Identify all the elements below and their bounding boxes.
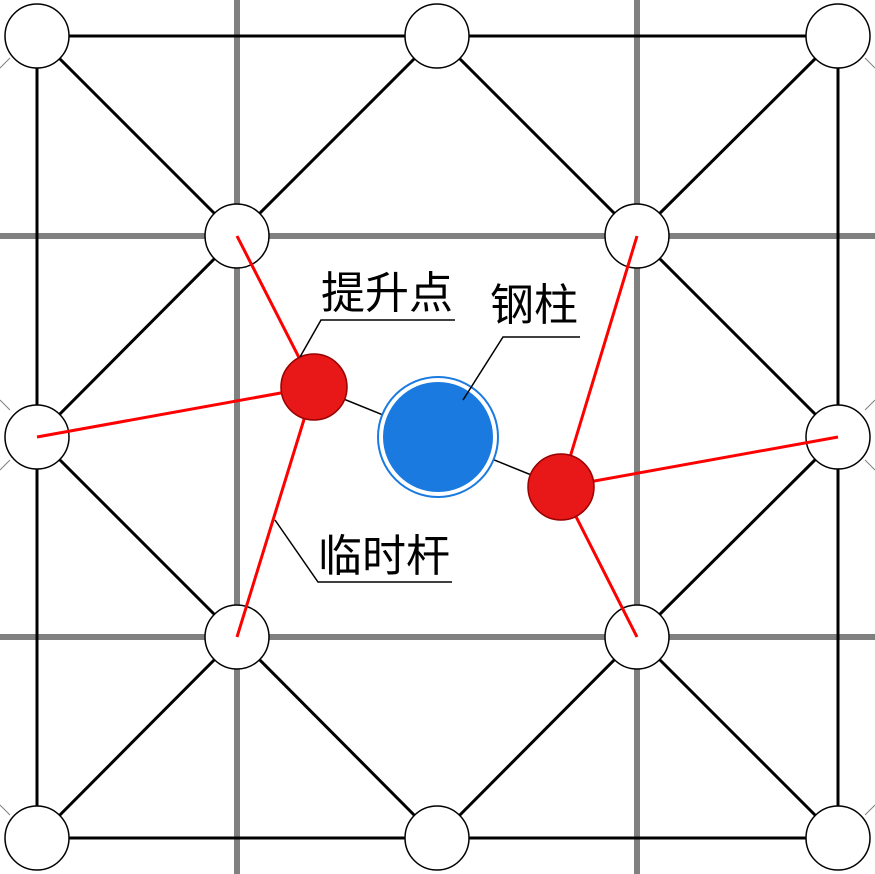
label-lifting-point: 提升点 [321,268,453,319]
leader-lines [274,319,580,583]
truss-diagonal [35,34,239,238]
truss-diagonal [435,34,639,238]
steel-column [377,376,499,498]
truss-diagonal [435,635,639,840]
edge-ticks [0,57,875,816]
edge-tick [0,57,11,69]
label-temporary-rod: 临时杆 [318,531,450,582]
leader-temporary-rod [274,519,452,583]
truss-diagonal [35,234,239,439]
edge-tick [864,459,875,471]
temporary-rod [235,386,316,638]
node [404,3,470,69]
temporary-rod [560,435,839,489]
truss-diagonal [635,34,840,238]
lifting-point-right [527,453,595,521]
truss-diagonal [35,435,239,639]
leader-steel-column [462,336,580,401]
truss-members [35,34,840,840]
truss-diagonal [635,435,840,639]
lifting-points [280,353,595,521]
truss-diagonal [235,34,439,238]
edge-tick [864,399,875,411]
edge-tick [864,57,875,69]
node [805,805,871,871]
truss-diagonal [635,234,840,439]
node [404,805,470,871]
edge-tick [864,804,875,816]
node [4,805,70,871]
temporary-rod [559,235,639,488]
leader-lifting-point [299,319,455,358]
edge-tick [0,804,11,816]
label-steel-column: 钢柱 [490,280,578,331]
truss-diagonal [635,635,840,840]
node [805,3,871,69]
truss-diagonal [235,635,439,840]
steel-column-body [383,382,493,492]
temporary-rod [36,385,315,439]
edge-tick [0,399,11,411]
edge-tick [0,459,11,471]
lifting-point-left [280,353,348,421]
node [4,3,70,69]
truss-diagonal [35,635,239,840]
